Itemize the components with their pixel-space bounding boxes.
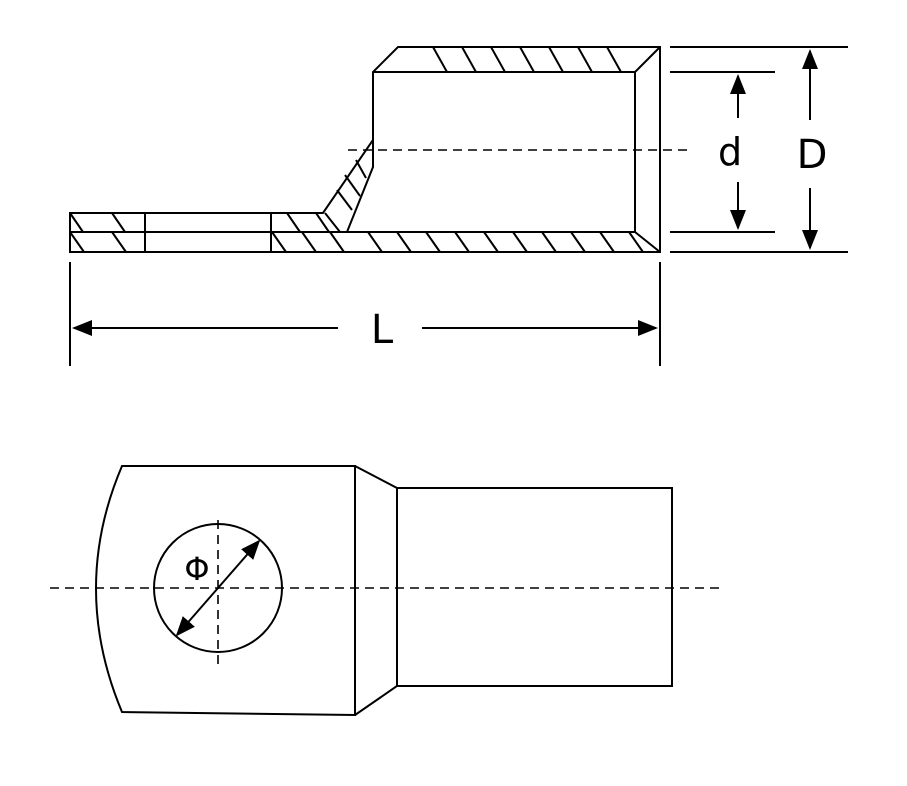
hatch-line xyxy=(577,46,593,73)
hatch-line xyxy=(111,231,127,253)
barrel-inner-outline xyxy=(345,71,636,233)
section-hatching xyxy=(69,46,644,253)
hatch-line xyxy=(461,46,477,73)
hatch-line xyxy=(454,231,470,253)
hatch-line xyxy=(367,231,383,253)
hatch-line xyxy=(315,212,330,233)
hatch-line xyxy=(432,46,448,73)
hatch-line xyxy=(490,46,506,73)
hatch-line xyxy=(286,212,301,233)
hatch-line xyxy=(425,231,441,253)
label-outer-diameter: D xyxy=(797,132,828,178)
hatch-line xyxy=(396,231,412,253)
hatch-line xyxy=(111,212,126,233)
hatch-line xyxy=(483,231,499,253)
neck-outline xyxy=(354,465,398,716)
label-hole-diameter: Φ xyxy=(184,550,209,588)
lug-outer-outline xyxy=(69,46,661,253)
hatch-line xyxy=(599,231,615,253)
hatch-line xyxy=(355,159,367,179)
label-inner-diameter: d xyxy=(718,130,742,174)
hatch-line xyxy=(336,189,353,211)
dimensions: d D L xyxy=(69,46,848,366)
top-view: Φ xyxy=(50,465,722,717)
hatch-line xyxy=(628,231,644,253)
hatch-line xyxy=(570,231,586,253)
hatch-line xyxy=(69,231,85,253)
palm-outline xyxy=(95,465,356,717)
hatch-line xyxy=(548,46,564,73)
hatch-line xyxy=(541,231,557,253)
hatch-line xyxy=(344,174,361,197)
hatch-line xyxy=(329,231,345,253)
hatch-line xyxy=(301,231,317,253)
hatch-line xyxy=(512,231,528,253)
hatch-line xyxy=(271,231,287,253)
barrel-outline xyxy=(396,487,673,687)
side-section-view xyxy=(69,46,692,253)
label-length: L xyxy=(371,307,394,353)
hatch-line xyxy=(324,212,341,233)
hatch-line xyxy=(69,212,84,233)
hatch-line xyxy=(606,46,622,73)
hatch-line xyxy=(519,46,535,73)
